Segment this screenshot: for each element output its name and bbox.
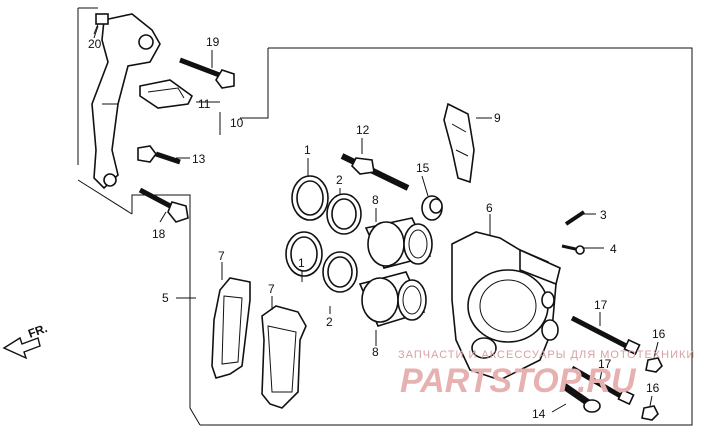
piston-lower <box>358 271 427 327</box>
caliper-body <box>451 231 561 381</box>
piston-upper <box>364 217 433 269</box>
brake-pad-left <box>211 277 251 379</box>
callout-4: 4 <box>610 242 617 256</box>
bolt-20 <box>93 13 109 35</box>
callout-7-right: 7 <box>268 282 275 296</box>
callout-10: 10 <box>230 116 244 130</box>
callout-2-upper: 2 <box>336 173 343 187</box>
direction-label: FR. <box>26 321 49 341</box>
leader-lines <box>93 25 659 413</box>
bolt-18 <box>138 187 189 223</box>
callout-20: 20 <box>88 37 102 51</box>
callout-8-upper: 8 <box>372 193 379 207</box>
pin-3 <box>564 210 586 226</box>
callout-6: 6 <box>486 201 493 215</box>
bolt-14 <box>562 383 601 413</box>
callout-15: 15 <box>416 161 430 175</box>
dust-seal-upper <box>326 193 362 235</box>
bolt-19 <box>179 57 235 89</box>
nut-16-upper <box>645 357 663 373</box>
bolt-13 <box>137 145 181 165</box>
callout-11: 11 <box>198 97 211 111</box>
callout-18: 18 <box>152 227 166 241</box>
callout-19: 19 <box>206 35 220 49</box>
caliper-bracket <box>91 13 161 190</box>
brake-pad-right <box>261 305 307 409</box>
pad-retainer-9 <box>443 102 475 184</box>
callout-8-lower: 8 <box>372 345 379 359</box>
callout-3: 3 <box>600 208 607 222</box>
callout-17-upper: 17 <box>594 298 608 312</box>
dust-seal-lower <box>322 251 358 293</box>
callout-17-lower: 17 <box>598 357 612 371</box>
watermark-tagline: ЗАПЧАСТИ И АКСЕССУАРЫ ДЛЯ МОТОТЕХНИКИ <box>398 349 695 361</box>
callout-1-upper: 1 <box>304 143 311 157</box>
callout-12: 12 <box>356 123 370 137</box>
nut-16-lower <box>641 405 659 421</box>
callout-1-lower: 1 <box>298 256 305 270</box>
watermark-site: PARTSTOP.RU <box>400 362 637 400</box>
callout-9: 9 <box>494 111 501 125</box>
callout-7-left: 7 <box>218 249 225 263</box>
bleeder-cap-15 <box>421 195 443 221</box>
front-direction-arrow: FR. <box>2 321 49 360</box>
assembly-boundary <box>77 7 693 426</box>
bleeder-valve-12 <box>340 153 410 191</box>
slide-pin-lower <box>570 365 635 406</box>
callout-2-lower: 2 <box>326 315 333 329</box>
callout-16-lower: 16 <box>646 381 660 395</box>
piston-seal-lower <box>285 231 323 277</box>
pin-4 <box>561 244 585 255</box>
watermark: ЗАПЧАСТИ И АКСЕССУАРЫ ДЛЯ МОТОТЕХНИКИ PA… <box>398 349 695 400</box>
piston-seal-upper <box>291 175 329 221</box>
callout-16-upper: 16 <box>652 327 666 341</box>
callout-13: 13 <box>192 152 206 166</box>
slide-pin-upper <box>570 315 641 356</box>
callout-labels: 20 19 11 10 13 18 12 9 15 1 2 8 6 3 4 17… <box>88 35 666 421</box>
callout-14: 14 <box>532 407 546 421</box>
callout-5: 5 <box>162 291 169 305</box>
pad-spring-11 <box>139 79 194 109</box>
